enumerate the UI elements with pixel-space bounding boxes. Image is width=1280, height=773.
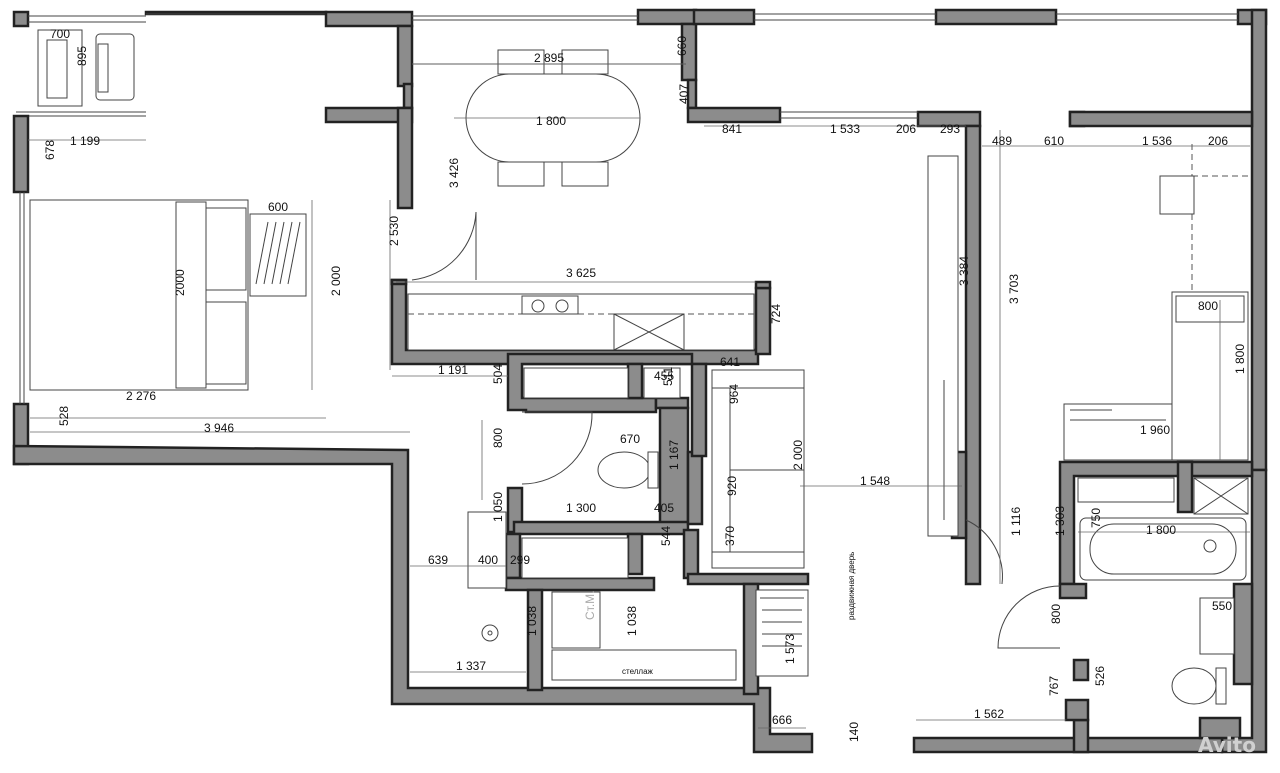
dim-1116: 1 116	[1009, 507, 1023, 536]
sofa	[711, 369, 805, 569]
dim-678: 678	[43, 140, 57, 160]
inner-walls	[390, 124, 1254, 722]
dim-767: 767	[1047, 676, 1061, 696]
dim-750: 750	[1089, 508, 1103, 528]
dim-800-bed: 800	[1198, 299, 1218, 313]
dim-920: 920	[725, 476, 739, 496]
dim-600: 600	[268, 200, 288, 214]
bathroom-right	[1077, 477, 1249, 705]
dim-1533: 1 533	[830, 122, 860, 136]
dim-1536: 1 536	[1142, 134, 1172, 148]
dim-2895: 2 895	[534, 51, 564, 65]
watermark: Avito	[1198, 733, 1256, 757]
dim-3703: 3 703	[1007, 274, 1021, 304]
dim-504: 504	[491, 364, 505, 384]
dim-724: 724	[769, 304, 783, 324]
dim-1800-table: 1 800	[536, 114, 566, 128]
bedroom-right-furniture	[1063, 144, 1252, 461]
dim-206-left: 206	[896, 122, 916, 136]
kitchen-counter	[407, 293, 755, 351]
dim-666: 666	[772, 713, 792, 727]
dim-407: 407	[677, 84, 691, 104]
dimension-lines	[28, 63, 1250, 729]
balcony-left	[12, 10, 328, 117]
windows	[19, 13, 1238, 404]
dim-1199: 1 199	[70, 134, 100, 148]
dim-1800-bath: 1 800	[1146, 523, 1176, 537]
tall-cabinet	[927, 155, 959, 537]
dim-1548: 1 548	[860, 474, 890, 488]
dim-3946: 3 946	[204, 421, 234, 435]
dim-800-bath: 800	[1049, 604, 1063, 624]
dim-489: 489	[992, 134, 1012, 148]
dim-2000-right: 2 000	[329, 266, 343, 296]
wc-left	[467, 367, 681, 589]
dim-550: 550	[1212, 599, 1232, 613]
dim-3625: 3 625	[566, 266, 596, 280]
dim-206-right: 206	[1208, 134, 1228, 148]
dim-1050: 1 050	[491, 492, 505, 522]
dim-370: 370	[723, 526, 737, 546]
dim-895: 895	[75, 46, 89, 66]
dim-405: 405	[654, 501, 674, 515]
outer-walls	[12, 8, 1268, 754]
dim-610: 610	[1044, 134, 1064, 148]
dim-639: 639	[428, 553, 448, 567]
dim-528: 528	[57, 406, 71, 426]
dimension-labels: 700 895 1 199 678 2000 600 2 000 2 276 5…	[43, 27, 1247, 742]
dim-2530: 2 530	[387, 216, 401, 246]
dim-526: 526	[1093, 666, 1107, 686]
dim-2276: 2 276	[126, 389, 156, 403]
dim-800-wc: 800	[491, 428, 505, 448]
room-labels: Ст.М. стеллаж раздвижная дверь Avito	[583, 552, 1256, 757]
dim-1303: 1 303	[1053, 506, 1067, 536]
dim-293: 293	[940, 122, 960, 136]
dim-3384: 3 384	[957, 256, 971, 286]
dim-1562: 1 562	[974, 707, 1004, 721]
dim-1191: 1 191	[438, 363, 468, 377]
dim-511: 511	[661, 367, 675, 386]
dim-1800-bed: 1 800	[1233, 344, 1247, 374]
dim-660: 660	[675, 36, 689, 56]
dim-1960: 1 960	[1140, 423, 1170, 437]
dim-299: 299	[510, 553, 530, 567]
dim-1038-left: 1 038	[525, 606, 539, 636]
dim-964: 964	[727, 384, 741, 404]
dim-1038-right: 1 038	[625, 606, 639, 636]
dim-2000-bed: 2000	[173, 269, 187, 296]
dim-140: 140	[847, 722, 861, 742]
laundry	[481, 589, 809, 681]
sliding-door-label: раздвижная дверь	[847, 552, 856, 620]
dim-670: 670	[620, 432, 640, 446]
dim-2000-sofa: 2 000	[791, 440, 805, 470]
shelving-label: стеллаж	[622, 667, 654, 676]
dim-641: 641	[720, 355, 740, 369]
dim-700: 700	[50, 27, 70, 41]
dim-841: 841	[722, 122, 742, 136]
door-swings	[411, 211, 1061, 649]
dim-455: 455	[654, 369, 674, 383]
bedroom-furniture	[29, 199, 307, 391]
dim-1167: 1 167	[667, 440, 681, 470]
storage-label: Ст.М.	[583, 591, 597, 621]
dim-400: 400	[478, 553, 498, 567]
dim-1573: 1 573	[783, 634, 797, 664]
dim-3426: 3 426	[447, 158, 461, 188]
dim-1300: 1 300	[566, 501, 596, 515]
dim-544: 544	[659, 526, 673, 546]
dim-1337: 1 337	[456, 659, 486, 673]
